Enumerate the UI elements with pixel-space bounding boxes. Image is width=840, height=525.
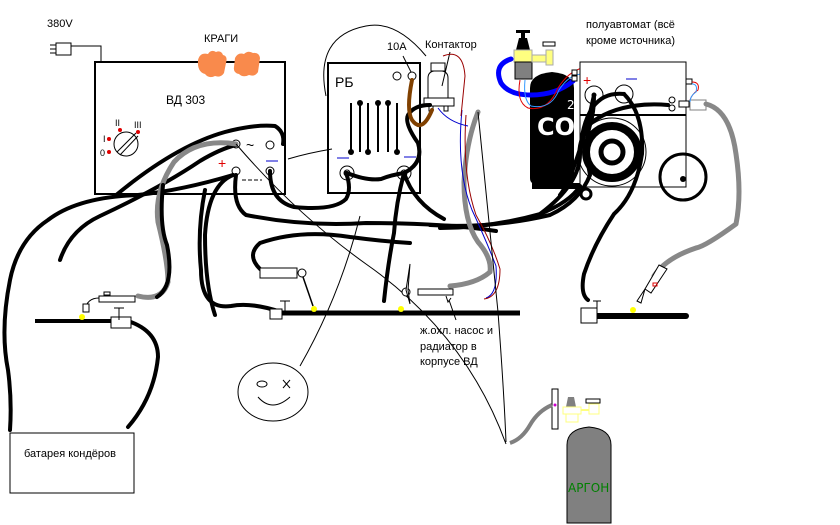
tig-torch-left — [82, 291, 136, 313]
switch-dot-3 — [136, 130, 140, 134]
capacitor-bank-label: батарея кондёров — [24, 448, 116, 460]
smiley-face-icon — [237, 362, 309, 422]
cooling-label-line2: радиатор в — [420, 341, 477, 353]
argon-label: АРГОН — [568, 481, 609, 495]
fuse-label: 10А — [387, 41, 407, 53]
ballast-switches[interactable] — [348, 100, 400, 155]
ballast-label: РБ — [335, 74, 354, 90]
tig-torch-middle — [401, 263, 454, 305]
switch-pos-1: I — [103, 134, 106, 144]
co2-cylinder: CO 2 — [530, 72, 580, 189]
capacitor-bank-box — [9, 432, 135, 494]
argon-hose — [509, 403, 553, 445]
cooling-label-line3: корпусе ВД — [420, 356, 478, 368]
switch-dot-0 — [107, 150, 111, 154]
argon-regulator-icon — [551, 388, 601, 430]
semiauto-label-line2: кроме источника) — [586, 35, 675, 47]
cables — [2, 24, 742, 445]
contactor-label: Контактор — [425, 39, 477, 51]
co2-regulator-icon — [513, 30, 556, 80]
co2-subscript: 2 — [567, 98, 575, 112]
switch-pos-3: III — [134, 120, 142, 130]
switch-dot-2 — [118, 128, 122, 132]
welder-ac-terminal-2[interactable] — [265, 140, 275, 150]
voltage-label: 380V — [47, 18, 73, 30]
ac-symbol: ~ — [246, 137, 254, 153]
co2-label: CO — [537, 113, 575, 141]
switch-pos-0: 0 — [100, 148, 105, 158]
welder-label: ВД 303 — [166, 93, 206, 107]
range-switch-knob[interactable] — [113, 131, 139, 157]
workpiece-middle — [269, 300, 520, 320]
feeder-plus-sign: + — [583, 72, 591, 88]
mig-torch — [636, 264, 668, 304]
argon-cylinder: АРГОН — [566, 426, 612, 524]
cooling-label-line1: ж.охл. насос и — [420, 325, 493, 337]
co2-gas-hose — [496, 56, 576, 98]
gloves-label: КРАГИ — [204, 33, 238, 45]
electrode-holder — [259, 267, 314, 307]
switch-dot-1 — [107, 137, 111, 141]
feeder-wheel — [658, 152, 708, 202]
power-plug-icon — [50, 42, 102, 78]
workpiece-right — [580, 300, 689, 324]
switch-pos-2: II — [115, 118, 120, 128]
fuse-terminal-1[interactable] — [392, 71, 402, 81]
welder-plus-sign: + — [218, 155, 226, 171]
torch-connector[interactable] — [689, 99, 707, 111]
semiauto-label-line1: полуавтомат (всё — [586, 19, 675, 31]
workpiece-left — [35, 307, 132, 329]
gloves-icon — [197, 50, 260, 78]
contactor-icon — [423, 62, 455, 112]
